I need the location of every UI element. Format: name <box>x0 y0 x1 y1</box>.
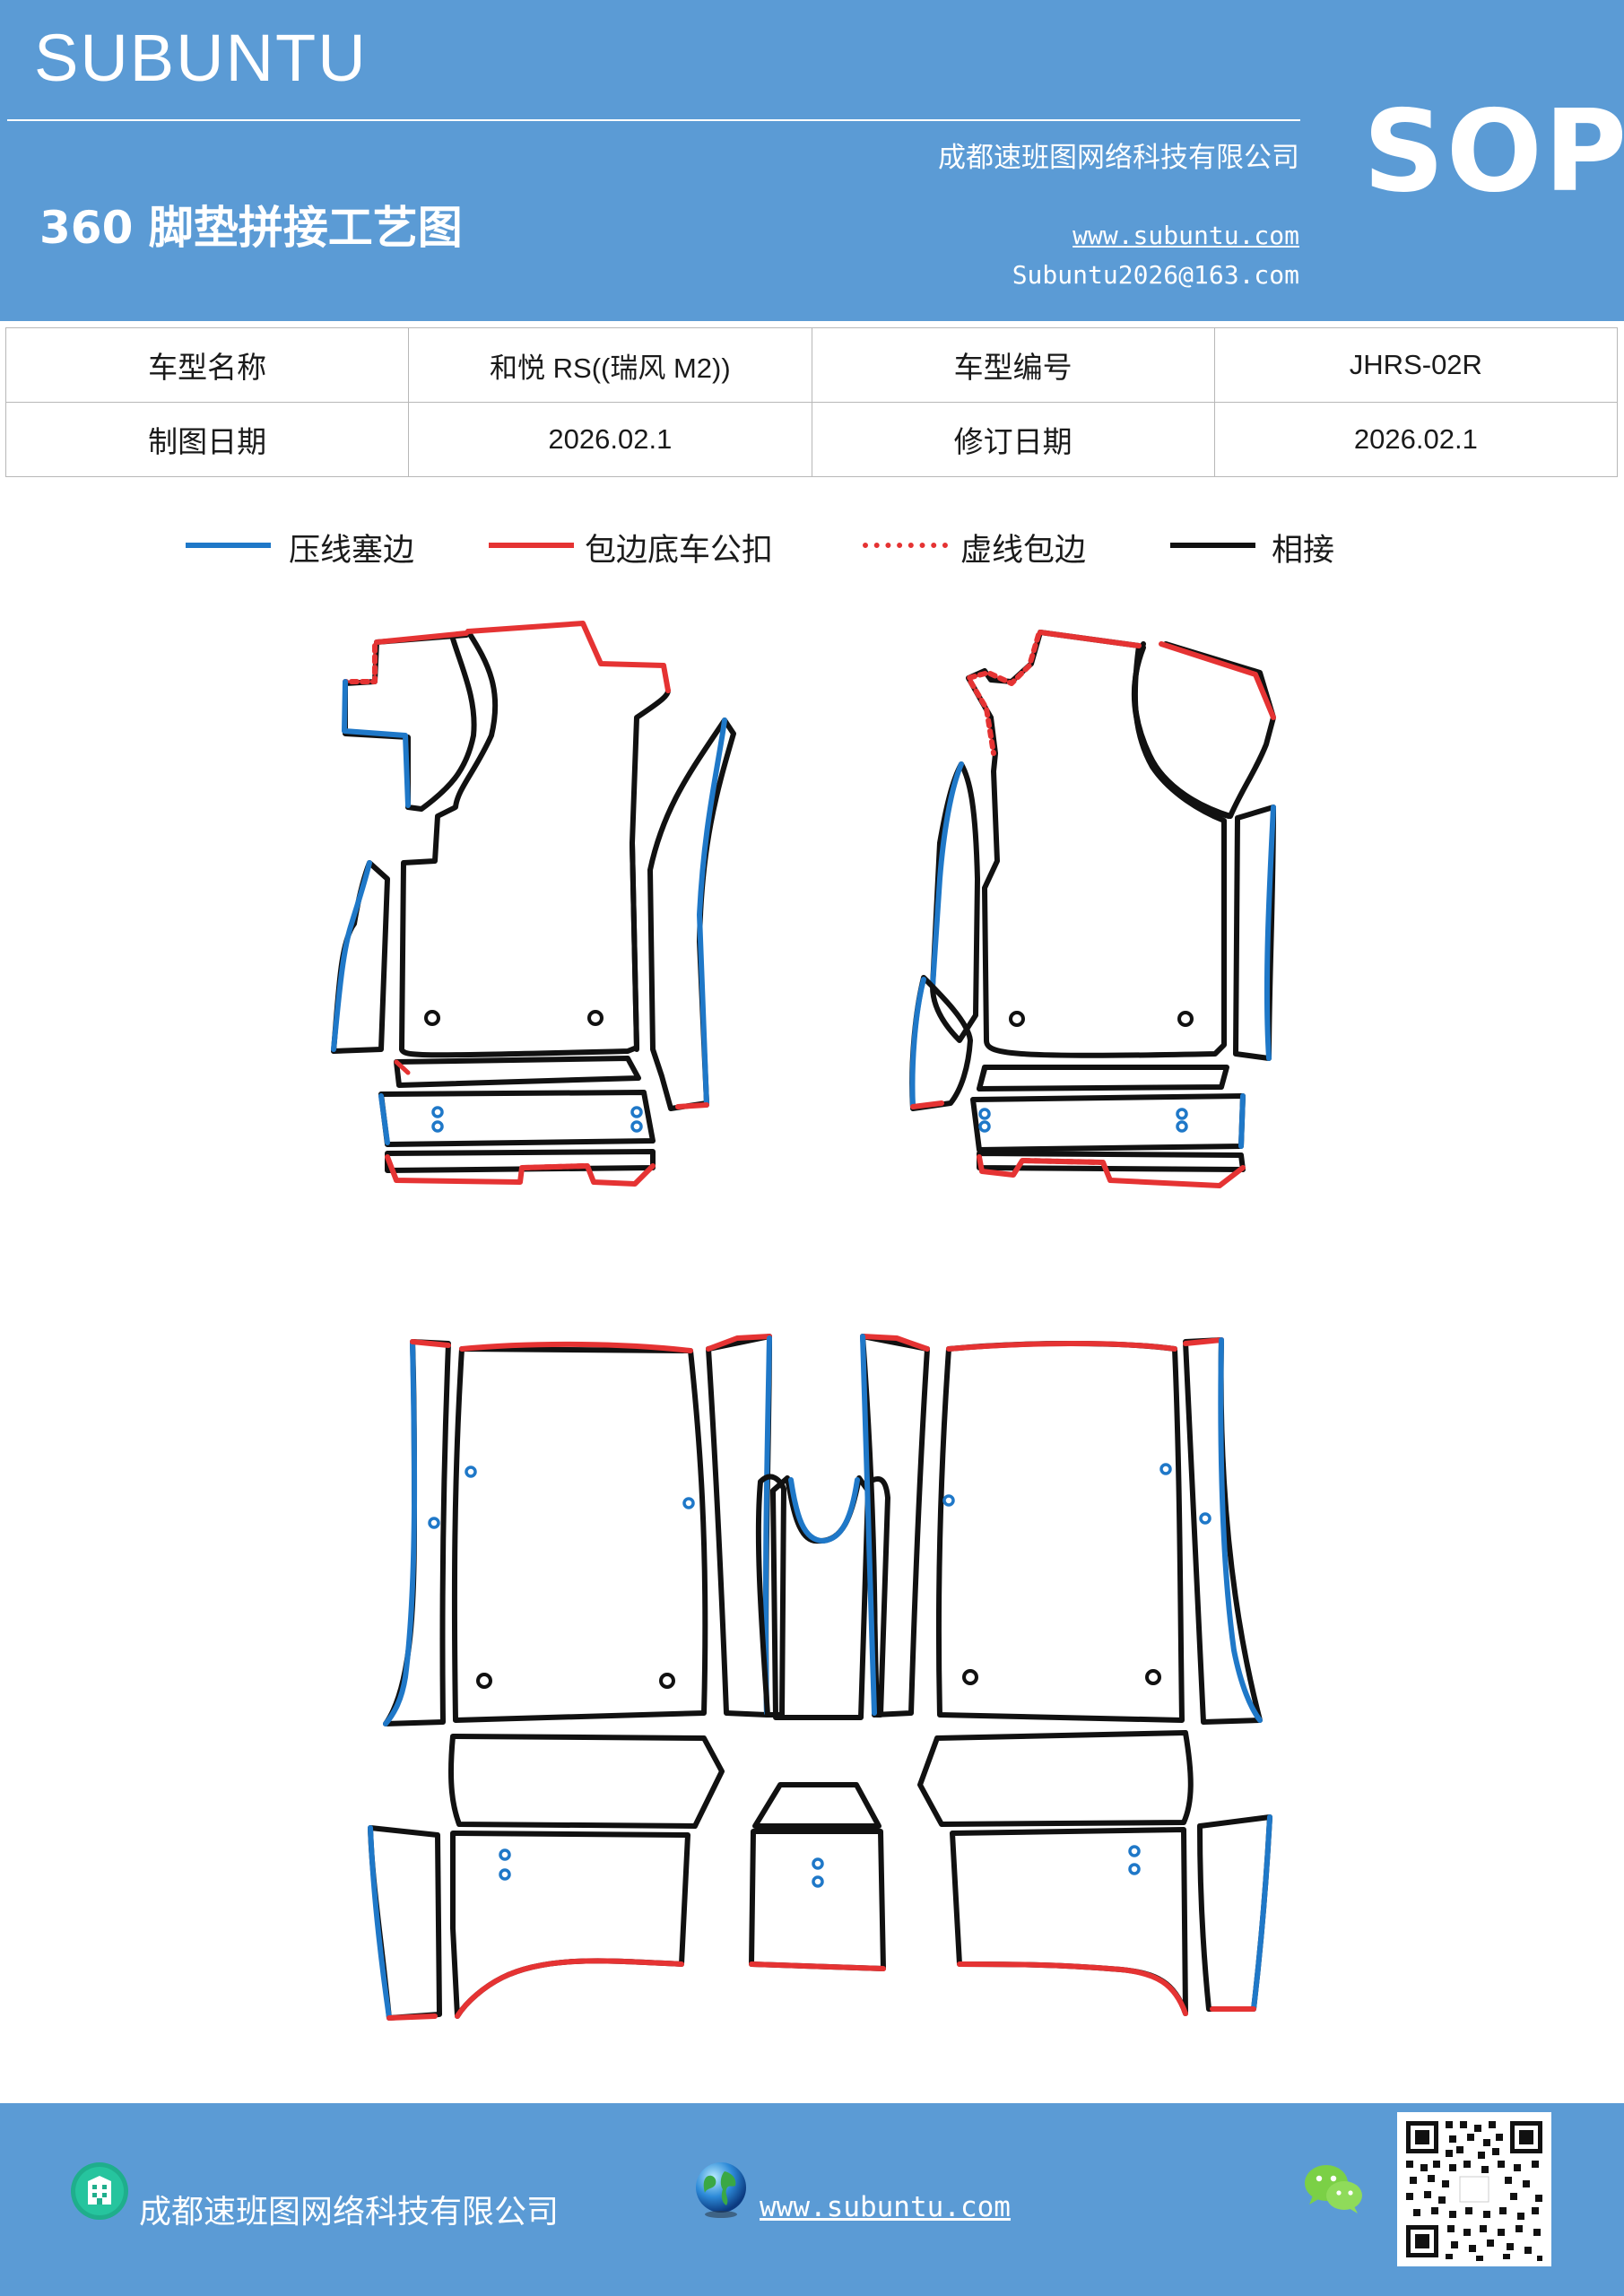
revise-date-label: 修订日期 <box>811 402 1215 477</box>
sop-badge: SOP <box>1363 85 1624 217</box>
legend-swatch-blue <box>186 543 271 548</box>
legend-label: 压线塞边 <box>289 533 415 569</box>
email-address: Subuntu2026@163.com <box>1012 260 1299 290</box>
front-right-mat-group <box>909 630 1276 1188</box>
vehicle-info-table: 车型名称 和悦 RS((瑞风 M2)) 车型编号 JHRS-02R 制图日期 2… <box>4 327 1619 477</box>
front-left-mat-group <box>331 621 736 1187</box>
legend-swatch-red-dotted <box>863 543 948 548</box>
legend-label: 相接 <box>1272 533 1335 569</box>
table-row: 车型名称 和悦 RS((瑞风 M2)) 车型编号 JHRS-02R <box>4 327 1619 403</box>
model-code-value: JHRS-02R <box>1213 327 1619 403</box>
company-name: 成都速班图网络科技有限公司 <box>938 142 1299 174</box>
model-code-label: 车型编号 <box>811 327 1215 403</box>
building-icon <box>71 2162 128 2220</box>
legend-label: 包边底车公扣 <box>585 533 774 569</box>
draw-date-label: 制图日期 <box>4 402 410 477</box>
legend-swatch-black <box>1170 543 1255 548</box>
draw-date-value: 2026.02.1 <box>408 402 812 477</box>
document-title: 360 脚垫拼接工艺图 <box>39 202 463 254</box>
footer-banner: 成都速班图网络科技有限公司 www.subuntu.com <box>0 2103 1624 2296</box>
legend-label: 虚线包边 <box>960 533 1087 569</box>
qr-code[interactable] <box>1397 2112 1551 2266</box>
table-row: 制图日期 2026.02.1 修订日期 2026.02.1 <box>4 402 1619 477</box>
website-link[interactable]: www.subuntu.com <box>1073 221 1299 250</box>
wechat-icon <box>1305 2165 1362 2213</box>
model-name-label: 车型名称 <box>4 327 410 403</box>
footer-company-name: 成都速班图网络科技有限公司 <box>139 2194 560 2231</box>
model-name-value: 和悦 RS((瑞风 M2)) <box>408 327 812 403</box>
line-legend: 压线塞边 包边底车公扣 虚线包边 相接 <box>0 516 1624 578</box>
header-banner: SUBUNTU 成都速班图网络科技有限公司 360 脚垫拼接工艺图 www.su… <box>0 0 1624 321</box>
legend-swatch-red <box>489 543 574 548</box>
floor-mat-diagram <box>331 621 1276 2021</box>
revise-date-value: 2026.02.1 <box>1213 402 1619 477</box>
rear-mat-group <box>368 1334 1272 2021</box>
header-divider <box>7 119 1300 121</box>
footer-website-link[interactable]: www.subuntu.com <box>760 2191 1011 2223</box>
brand-name: SUBUNTU <box>34 21 368 95</box>
globe-icon <box>696 2162 746 2218</box>
